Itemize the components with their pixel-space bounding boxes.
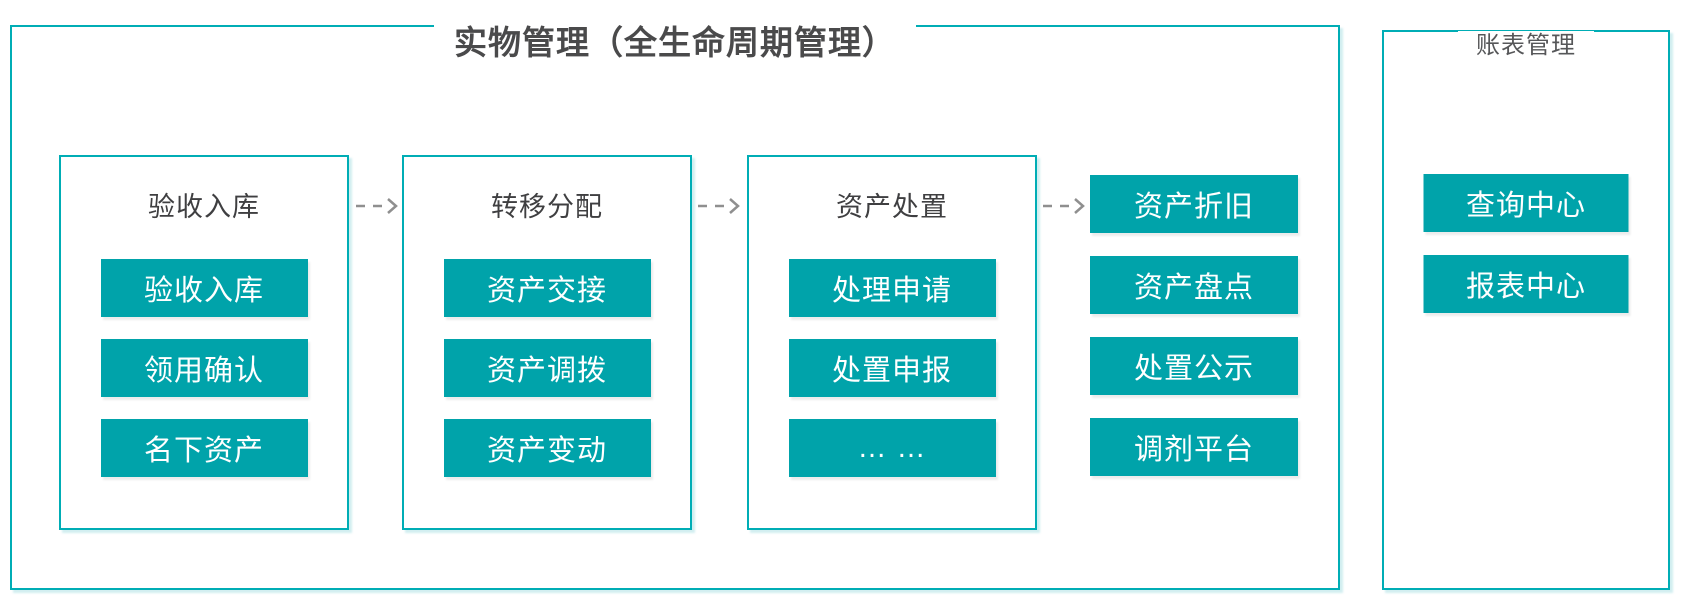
module-chip-adjustment-platform: 调剂平台 — [1090, 418, 1298, 476]
column-disposal-title: 资产处置 — [836, 192, 948, 222]
physical-management-title: 实物管理（全生命周期管理） — [434, 23, 916, 63]
column-transfer-title: 转移分配 — [491, 192, 603, 222]
column-acceptance-title: 验收入库 — [148, 192, 260, 222]
column-lifecycle-modules: 资产折旧 资产盘点 处置公示 调剂平台 — [1090, 175, 1298, 476]
module-chip-asset-change: 资产变动 — [443, 419, 651, 477]
column-disposal-items: 处理申请 处置申报 … … — [749, 259, 1035, 477]
flow-arrow-icon — [356, 198, 398, 214]
column-acceptance-box: 验收入库 验收入库 领用确认 名下资产 — [59, 155, 349, 530]
column-transfer-box: 转移分配 资产交接 资产调拨 资产变动 — [402, 155, 692, 530]
module-chip-disposal-declaration: 处置申报 — [788, 339, 996, 397]
flow-arrow-icon — [698, 198, 740, 214]
module-chip-acceptance-warehousing: 验收入库 — [100, 259, 308, 317]
flow-arrow-icon — [1043, 198, 1085, 214]
column-transfer-items: 资产交接 资产调拨 资产变动 — [404, 259, 690, 477]
column-acceptance-items: 验收入库 领用确认 名下资产 — [61, 259, 347, 477]
module-chip-ellipsis: … … — [788, 419, 996, 477]
module-chip-asset-depreciation: 资产折旧 — [1090, 175, 1298, 233]
module-chip-asset-inventory: 资产盘点 — [1090, 256, 1298, 314]
physical-management-panel: 实物管理（全生命周期管理） 验收入库 验收入库 领用确认 名下资产 转移分配 资… — [10, 23, 1340, 590]
module-chip-disposal-publicity: 处置公示 — [1090, 337, 1298, 395]
ledger-management-title: 账表管理 — [1458, 31, 1594, 61]
module-chip-handling-application: 处理申请 — [788, 259, 996, 317]
module-chip-query-center: 查询中心 — [1423, 174, 1629, 232]
module-chip-report-center: 报表中心 — [1423, 255, 1629, 313]
column-disposal-box: 资产处置 处理申请 处置申报 … … — [747, 155, 1037, 530]
module-chip-asset-handover: 资产交接 — [443, 259, 651, 317]
ledger-management-items: 查询中心 报表中心 — [1423, 174, 1629, 313]
module-chip-assets-under-name: 名下资产 — [100, 419, 308, 477]
module-chip-asset-allocation: 资产调拨 — [443, 339, 651, 397]
module-chip-claim-confirmation: 领用确认 — [100, 339, 308, 397]
ledger-management-panel: 账表管理 查询中心 报表中心 — [1382, 30, 1670, 590]
